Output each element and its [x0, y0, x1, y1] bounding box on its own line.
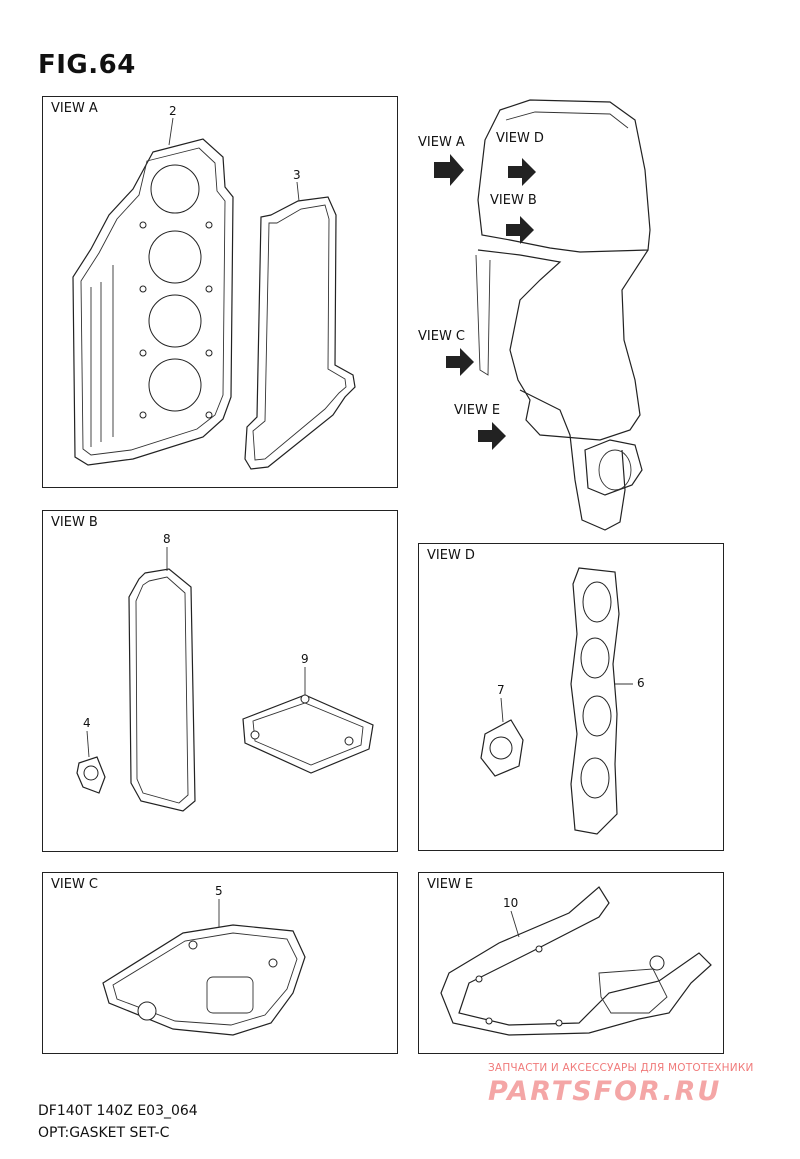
view-b-drawing: 8 9 4 — [76, 532, 374, 812]
arrow-view-d-icon — [508, 158, 536, 186]
outboard-engine — [475, 99, 651, 531]
cover-gasket — [244, 196, 356, 470]
arrow-view-e-icon — [478, 422, 506, 450]
panel-label: VIEW D — [427, 548, 475, 563]
watermark-brand: PARTSFOR.RU — [488, 1076, 722, 1107]
oil-pan-gasket — [440, 886, 712, 1036]
callout-5: 5 — [215, 884, 223, 898]
callout-7: 7 — [497, 683, 505, 697]
view-e-drawing: 10 — [440, 886, 712, 1036]
view-arrows: VIEW A VIEW D VIEW B VIEW C VIEW E — [418, 131, 544, 450]
cylinder-head-gasket — [72, 138, 234, 466]
part-name: OPT:GASKET SET-C — [38, 1125, 170, 1141]
view-d-drawing: 6 7 — [480, 567, 645, 835]
view-c-drawing: 5 — [102, 884, 306, 1036]
panel-view-b: VIEW B 8 9 4 — [42, 510, 398, 852]
panel-view-d: VIEW D 6 7 — [418, 543, 724, 851]
figure-title: FIG.64 — [38, 50, 136, 80]
engine-label-view-e: VIEW E — [454, 403, 500, 418]
view-a-drawing: 2 3 — [72, 104, 356, 470]
outboard-engine-drawing: VIEW A VIEW D VIEW B VIEW C VIEW E — [418, 99, 651, 531]
thermostat-gasket — [480, 719, 524, 777]
callout-9: 9 — [301, 652, 309, 666]
callout-6: 6 — [637, 676, 645, 690]
arrow-view-a-icon — [434, 154, 464, 186]
callout-10: 10 — [503, 896, 518, 910]
callout-3: 3 — [293, 168, 301, 182]
callout-4: 4 — [83, 716, 91, 730]
large-cover-gasket — [128, 568, 196, 812]
callout-2: 2 — [169, 104, 177, 118]
exhaust-manifold-gasket — [570, 567, 620, 835]
panel-view-c: VIEW C 5 — [42, 872, 398, 1054]
panel-view-a: VIEW A 2 3 — [42, 96, 398, 488]
panel-label: VIEW E — [427, 877, 474, 892]
watermark-tagline: ЗАПЧАСТИ И АКСЕССУАРЫ ДЛЯ МОТОТЕХНИКИ — [488, 1062, 754, 1074]
panel-label: VIEW B — [51, 515, 98, 530]
engine-label-view-d: VIEW D — [496, 131, 544, 146]
base-gasket — [102, 924, 306, 1036]
panel-view-e: VIEW E 10 — [418, 872, 724, 1054]
model-code: DF140T 140Z E03_064 — [38, 1103, 198, 1119]
panel-label: VIEW C — [51, 877, 99, 892]
callout-8: 8 — [163, 532, 171, 546]
arrow-view-c-icon — [446, 348, 474, 376]
engine-label-view-b: VIEW B — [490, 193, 537, 208]
arrow-view-b-icon — [506, 216, 534, 244]
watermark: ЗАПЧАСТИ И АКСЕССУАРЫ ДЛЯ МОТОТЕХНИКИ PA… — [488, 1062, 788, 1107]
small-cover-gasket — [242, 694, 374, 774]
small-port-gasket — [76, 756, 106, 794]
engine-label-view-c: VIEW C — [418, 329, 465, 344]
panel-label: VIEW A — [51, 101, 98, 116]
engine-label-view-a: VIEW A — [418, 135, 465, 150]
